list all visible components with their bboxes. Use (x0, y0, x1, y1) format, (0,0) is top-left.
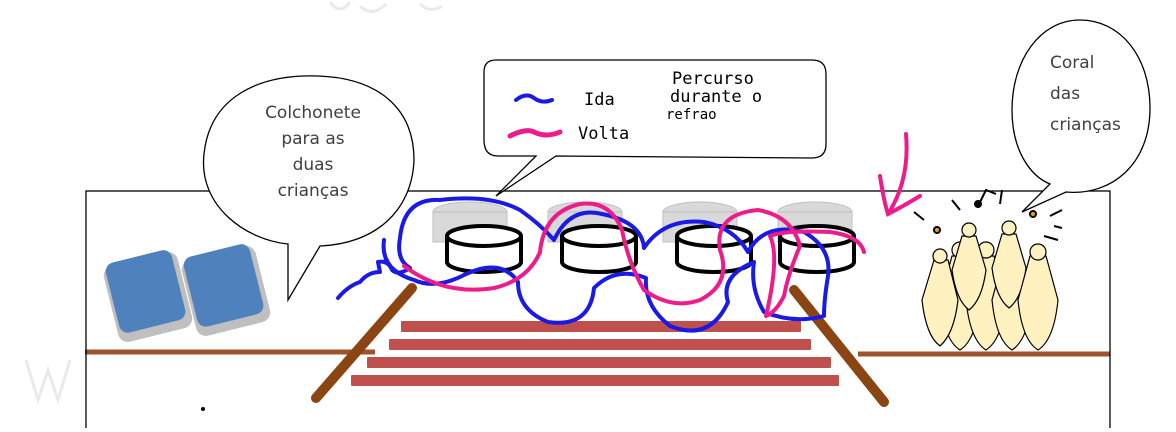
bubble-mats-line: crianças (277, 181, 349, 201)
legend-percurso-line: refrao (666, 107, 717, 123)
legend-swatch-ida (514, 93, 554, 104)
bubble-mats-line: para as (281, 129, 345, 149)
bubble-legend-shape (483, 59, 827, 197)
legend-percurso-line: durante o (670, 87, 763, 107)
dot (201, 407, 205, 411)
bubble-mats-line: Colchonete (265, 103, 361, 123)
bubble-choir-line: crianças (1050, 115, 1121, 135)
music-note-icon (913, 188, 1063, 241)
mat-icon (103, 244, 271, 342)
legend-percurso: Percurso durante o refrao (666, 69, 763, 124)
legend-volta-label: Volta (578, 124, 630, 144)
bubble-mats-line: duas (292, 155, 334, 175)
bubble-mats-shape (202, 75, 415, 303)
drum-icon (432, 201, 856, 274)
bubble-choir-line: das (1050, 84, 1081, 104)
bubble-choir-shape (1011, 19, 1151, 213)
legend-percurso-line: Percurso (672, 69, 754, 89)
stairs (349, 319, 841, 388)
bubble-choir-text: Coral das crianças (1036, 48, 1148, 141)
stage-floor (85, 349, 1110, 357)
bubble-choir-line: Coral (1050, 53, 1095, 73)
watermark (24, 1, 443, 405)
pink-arrow-icon (878, 132, 922, 217)
path-volta (402, 201, 866, 318)
choir-figures-icon (921, 220, 1059, 351)
bubble-mats-text: Colchonete para as duas crianças (228, 100, 398, 204)
legend-ida-label: Ida (584, 90, 615, 110)
legend-swatch-volta (507, 128, 563, 139)
stair-rails (311, 283, 889, 407)
stage-outline (85, 190, 1111, 432)
